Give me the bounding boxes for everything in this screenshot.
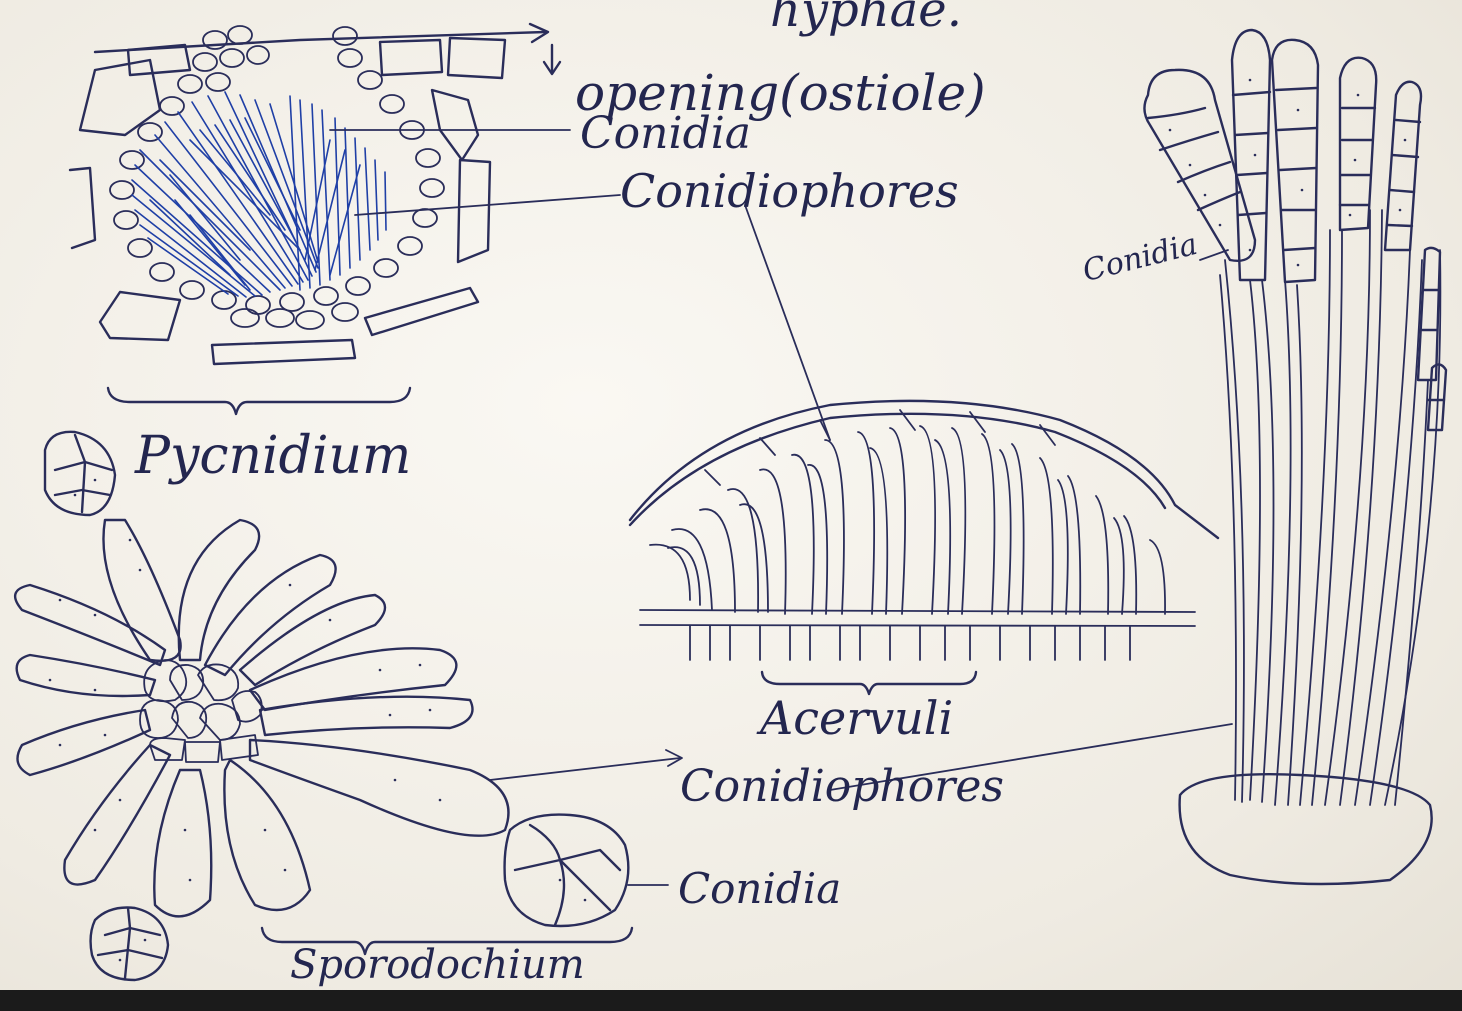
- host-cell: [100, 292, 180, 340]
- pycnidium-brace: [108, 388, 410, 414]
- sporodochium-conidia: [45, 432, 628, 980]
- sporodochium-stroma: [140, 660, 262, 762]
- host-cell: [458, 160, 490, 262]
- host-cell: [432, 90, 478, 160]
- label-acervuli: Acervuli: [760, 695, 953, 741]
- bracket: [70, 168, 95, 248]
- sporodochium-conidiophores: [15, 520, 508, 916]
- conidiophores-leader-line: [745, 205, 830, 440]
- sporodochium-figure: [15, 432, 682, 980]
- synnema-hyphae: [1220, 210, 1440, 805]
- synnema-base: [1180, 774, 1432, 884]
- synnema-figure: [830, 30, 1446, 884]
- page-bottom-edge: [0, 990, 1462, 1011]
- host-cell: [365, 288, 478, 335]
- host-cell: [380, 40, 442, 75]
- label-conidia-bottom: Conidia: [678, 868, 841, 910]
- host-cell: [212, 340, 355, 364]
- host-cell: [448, 38, 505, 78]
- label-conidiophores-bottom: Conidiophores: [680, 765, 1004, 809]
- label-hyphae: hyphae.: [770, 0, 962, 34]
- label-sporodochium: Sporodochium: [290, 945, 585, 985]
- acervulus-basal-hyphae: [640, 610, 1195, 660]
- pycnidium-figure: [70, 24, 620, 414]
- label-conidiophores-top: Conidiophores: [620, 168, 959, 214]
- label-conidia-top: Conidia: [580, 112, 751, 156]
- conidia-right-pointer: [1200, 250, 1228, 260]
- hyphae-pointer-line: [95, 32, 545, 52]
- conidiophores-pointer: [355, 195, 620, 215]
- conidiophores-bottom-pointer-left: [490, 758, 680, 780]
- label-pycnidium: Pycnidium: [135, 430, 411, 482]
- host-cell: [128, 45, 190, 75]
